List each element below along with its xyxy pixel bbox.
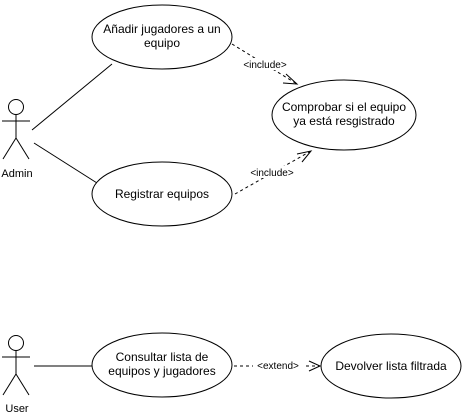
admin-head — [8, 99, 24, 115]
use-case-add-players-line-1: Añadir jugadores a un — [103, 22, 220, 36]
user-label: User — [5, 403, 29, 415]
include-label-bottom-bg — [246, 166, 298, 178]
use-case-consult-list-line-1: Consultar lista de — [116, 350, 209, 364]
use-case-add-players[interactable]: Añadir jugadores a un equipo — [91, 4, 233, 70]
use-case-register-teams[interactable]: Registrar equipos — [91, 161, 233, 227]
use-case-check-team-line-2: ya está resgistrado — [293, 114, 395, 128]
use-case-consult-list[interactable]: Consultar lista de equipos y jugadores — [91, 332, 233, 398]
association-admin-add-players — [31, 63, 113, 131]
extend-label-bg — [253, 360, 303, 372]
user-head — [8, 335, 24, 351]
include-label-bottom: <include> — [250, 168, 294, 179]
use-case-check-team[interactable]: Comprobar si el equipo ya está resgistra… — [271, 79, 417, 151]
user-actor[interactable]: User — [2, 335, 30, 416]
admin-left-leg — [2, 137, 17, 160]
use-case-check-team-line-1: Comprobar si el equipo — [282, 100, 406, 114]
use-case-add-players-line-2: equipo — [144, 36, 180, 50]
use-case-register-teams-line-1: Registrar equipos — [115, 187, 209, 201]
include-label-top-bg — [239, 58, 291, 70]
use-case-filtered-list-line-1: Devolver lista filtrada — [335, 359, 447, 373]
admin-actor[interactable]: Admin — [1, 99, 33, 181]
use-case-filtered-list[interactable]: Devolver lista filtrada — [320, 333, 462, 399]
user-right-leg — [15, 373, 30, 396]
association-admin-register-teams — [33, 142, 98, 184]
admin-right-leg — [15, 137, 30, 160]
include-label-top: <include> — [243, 60, 287, 71]
extend-label: <extend> — [257, 361, 299, 372]
admin-label: Admin — [1, 168, 32, 180]
use-case-consult-list-line-2: equipos y jugadores — [108, 364, 215, 378]
user-left-leg — [2, 373, 17, 396]
